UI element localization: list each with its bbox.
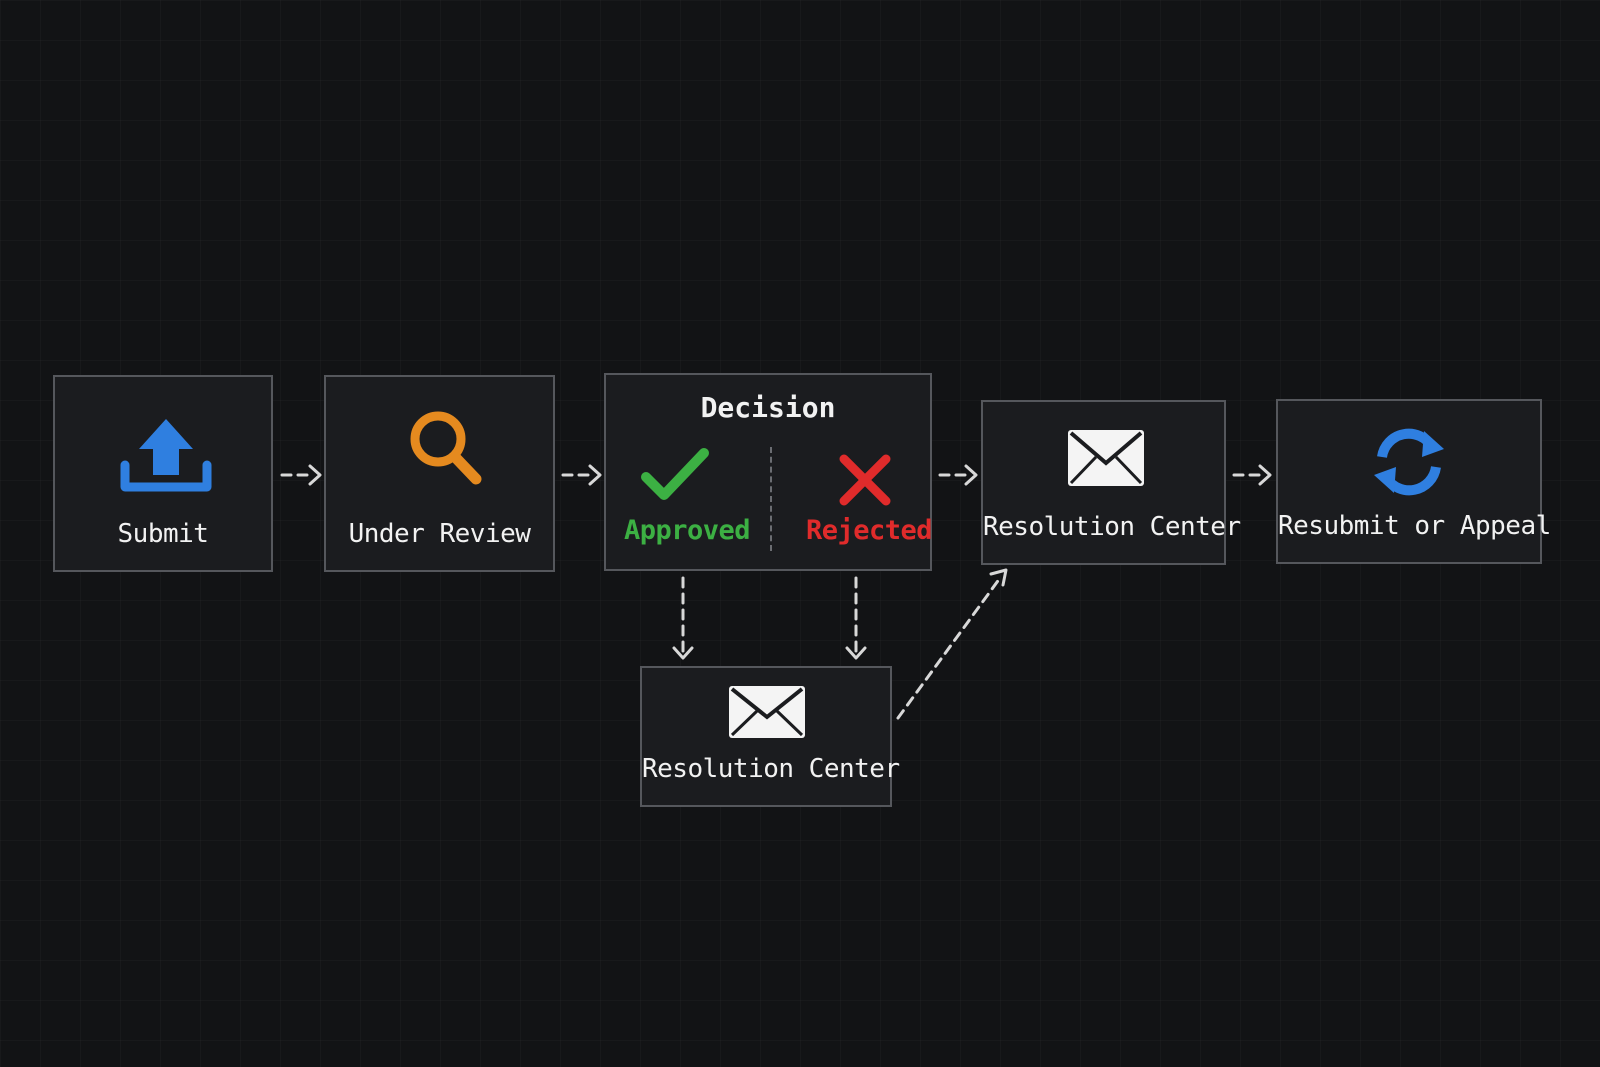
cross-icon bbox=[839, 454, 891, 506]
connector-resolution-to-resubmit bbox=[1232, 464, 1272, 486]
under-review-label: Under Review bbox=[348, 519, 531, 549]
submit-node: Submit bbox=[53, 375, 273, 572]
decision-title: Decision bbox=[700, 391, 836, 424]
approved-label: Approved bbox=[624, 515, 751, 546]
connector-submit-to-review bbox=[280, 464, 322, 486]
resolution-center-node-upper: Resolution Center bbox=[981, 400, 1241, 565]
resubmit-or-appeal-node: Resubmit or Appeal bbox=[1276, 399, 1551, 564]
magnifier-icon bbox=[410, 411, 482, 485]
connector-decision-to-resolution-upper bbox=[938, 464, 978, 486]
decision-node: Decision Approved Rejected bbox=[604, 373, 933, 571]
envelope-icon bbox=[1068, 430, 1144, 486]
resolution-center-upper-label: Resolution Center bbox=[983, 512, 1241, 542]
resolution-center-node-lower: Resolution Center bbox=[640, 666, 900, 807]
rejected-label: Rejected bbox=[806, 515, 933, 546]
connector-review-to-decision bbox=[561, 464, 602, 486]
resolution-center-lower-label: Resolution Center bbox=[642, 754, 900, 784]
connector-resolution-lower-to-upper bbox=[896, 568, 1008, 720]
checkmark-icon bbox=[641, 448, 709, 500]
under-review-node: Under Review bbox=[324, 375, 555, 572]
submit-label: Submit bbox=[117, 519, 209, 549]
decision-divider bbox=[770, 447, 772, 551]
envelope-icon bbox=[729, 686, 805, 738]
resubmit-or-appeal-label: Resubmit or Appeal bbox=[1278, 511, 1551, 541]
upload-icon bbox=[120, 419, 212, 492]
refresh-icon bbox=[1374, 428, 1444, 496]
connector-rejected-to-resolution-lower bbox=[845, 576, 867, 660]
connector-approved-to-resolution-lower bbox=[672, 576, 694, 660]
